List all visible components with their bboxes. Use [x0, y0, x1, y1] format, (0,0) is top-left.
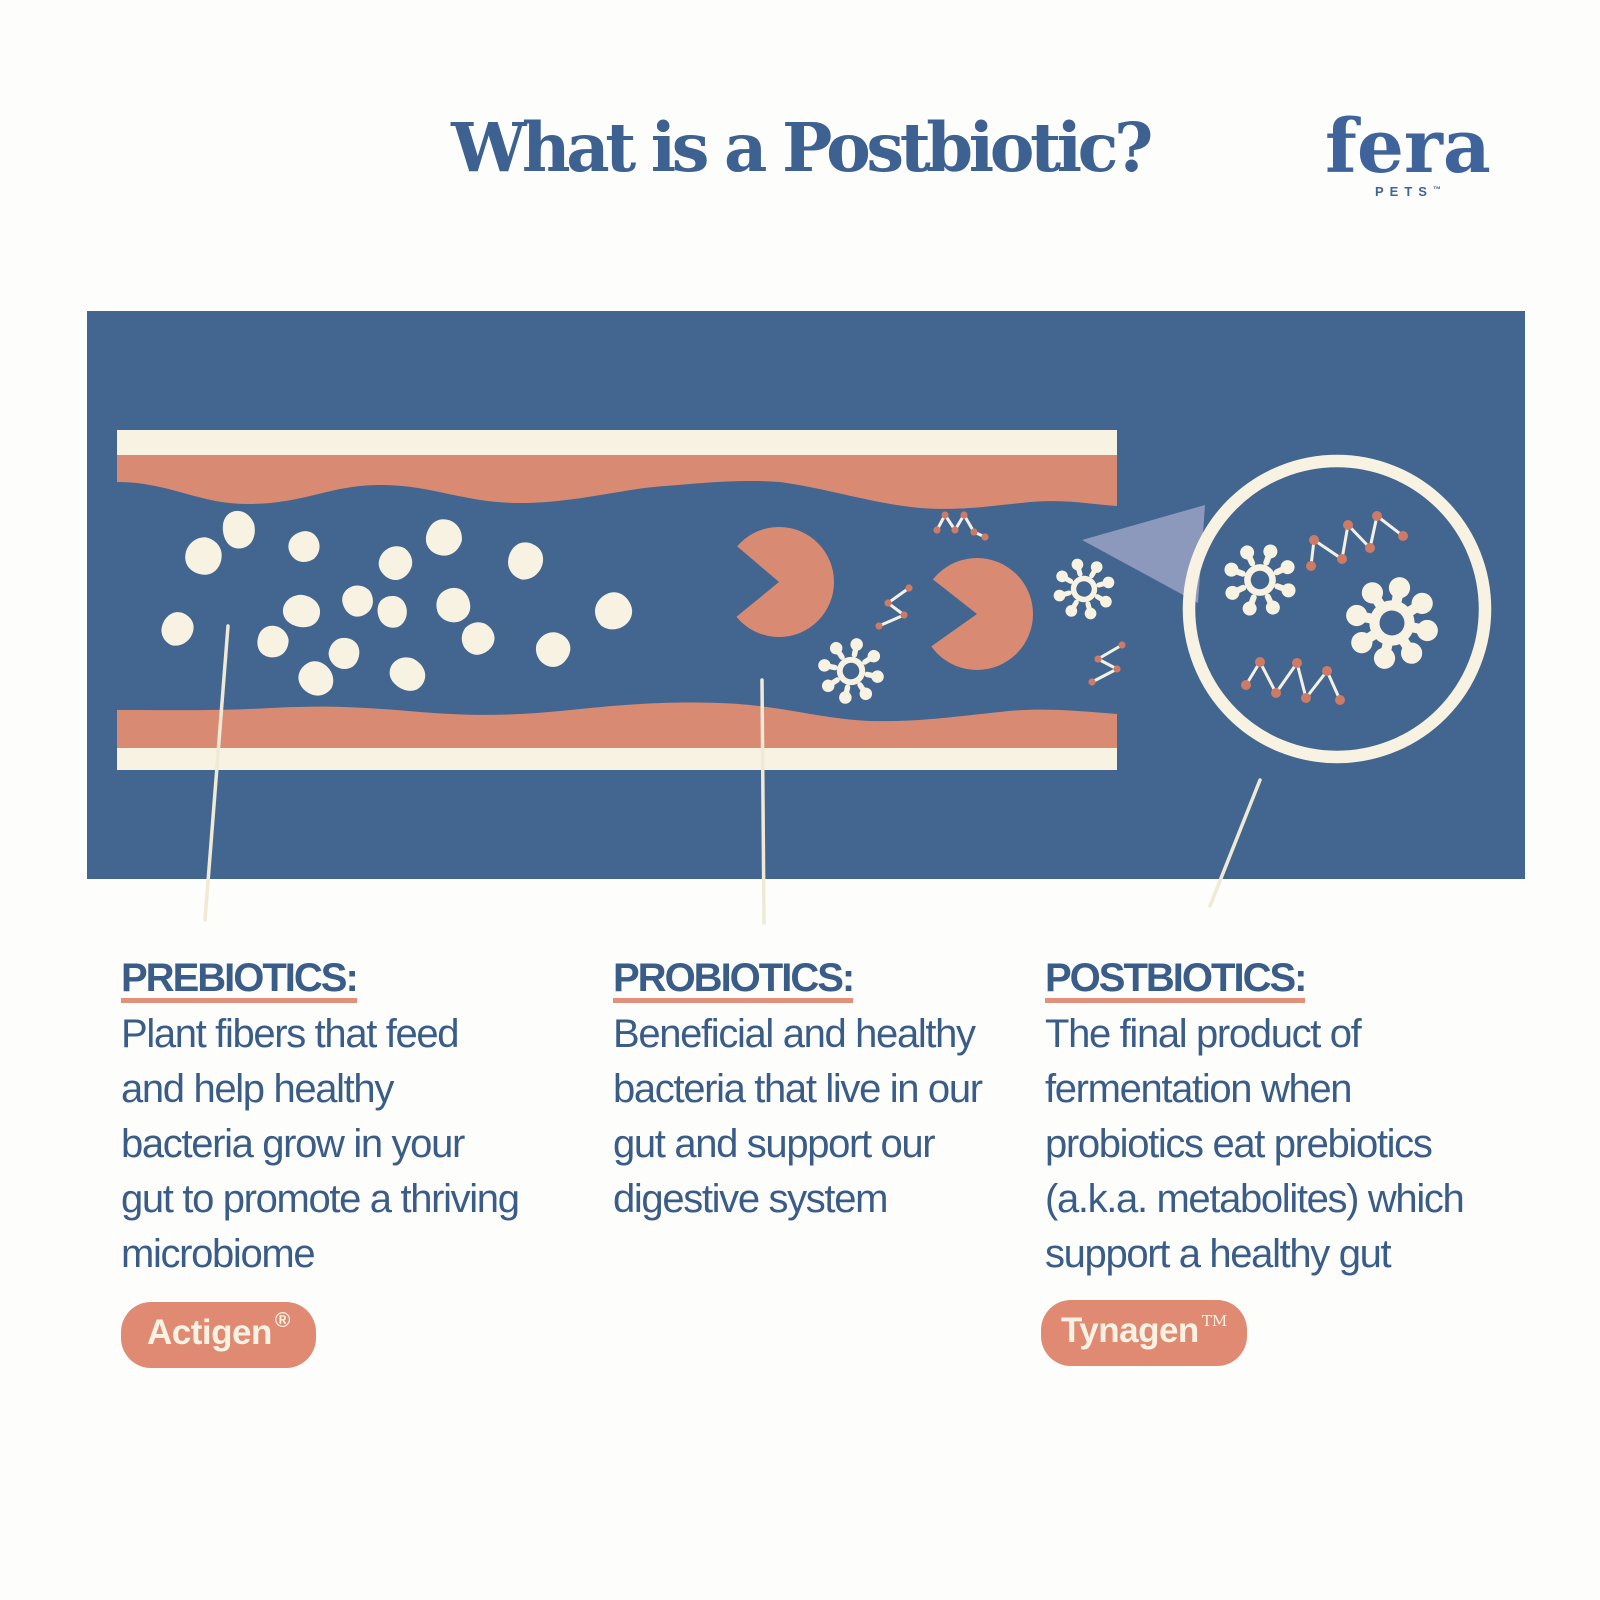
postbiotics-heading: POSTBIOTICS: — [1045, 958, 1307, 1003]
pointer-line-probiotics — [760, 678, 766, 925]
column-probiotics: PROBIOTICS: Beneficial and healthy bacte… — [613, 958, 1083, 1227]
postbiotics-description: The final product of fermentation when p… — [1045, 1012, 1465, 1276]
magnified-zigzag-bottom-icon — [1241, 657, 1345, 705]
prebiotics-description: Plant fibers that feed and help healthy … — [121, 1012, 520, 1276]
prebiotics-heading: PREBIOTICS: — [121, 958, 359, 1003]
metabolite-zigzag-a-icon — [933, 511, 989, 541]
pointer-line-prebiotics — [203, 624, 230, 922]
intestine-wall-bottom-icon — [117, 702, 1117, 770]
actigen-badge: Actigen® — [121, 1302, 317, 1368]
column-prebiotics: PREBIOTICS: Plant fibers that feed and h… — [121, 958, 591, 1282]
zoom-beam-icon — [1082, 505, 1205, 603]
logo-sub-label: PETS — [1375, 184, 1433, 199]
logo-trademark: ™ — [1432, 185, 1441, 194]
trademark-mark: TM — [1201, 1312, 1228, 1330]
magnified-zigzag-top-icon — [1306, 511, 1408, 571]
page-title: What is a Postbiotic? — [451, 108, 1153, 187]
fera-pets-logo: fera PETS™ — [1325, 104, 1491, 199]
pill-label: Tynagen — [1061, 1311, 1199, 1350]
logo-wordmark: fera — [1325, 104, 1491, 190]
pill-label: Actigen — [147, 1313, 272, 1352]
probiotics-description: Beneficial and healthy bacteria that liv… — [613, 1012, 983, 1221]
intestine-wall-top-icon — [117, 430, 1117, 509]
logo-subline: PETS™ — [1325, 184, 1485, 199]
metabolite-zigzag-b-icon — [875, 584, 913, 630]
magnifier-circle-icon — [1182, 454, 1492, 764]
probiotic-pacman-1-icon — [718, 527, 834, 637]
probiotic-pacman-2-icon — [912, 558, 1033, 670]
column-postbiotics: POSTBIOTICS: The final product of fermen… — [1045, 958, 1515, 1282]
probiotics-heading: PROBIOTICS: — [613, 958, 855, 1003]
metabolite-zigzag-c-icon — [1088, 641, 1126, 686]
pointer-line-postbiotics — [1208, 778, 1262, 908]
registered-mark: ® — [274, 1309, 291, 1332]
